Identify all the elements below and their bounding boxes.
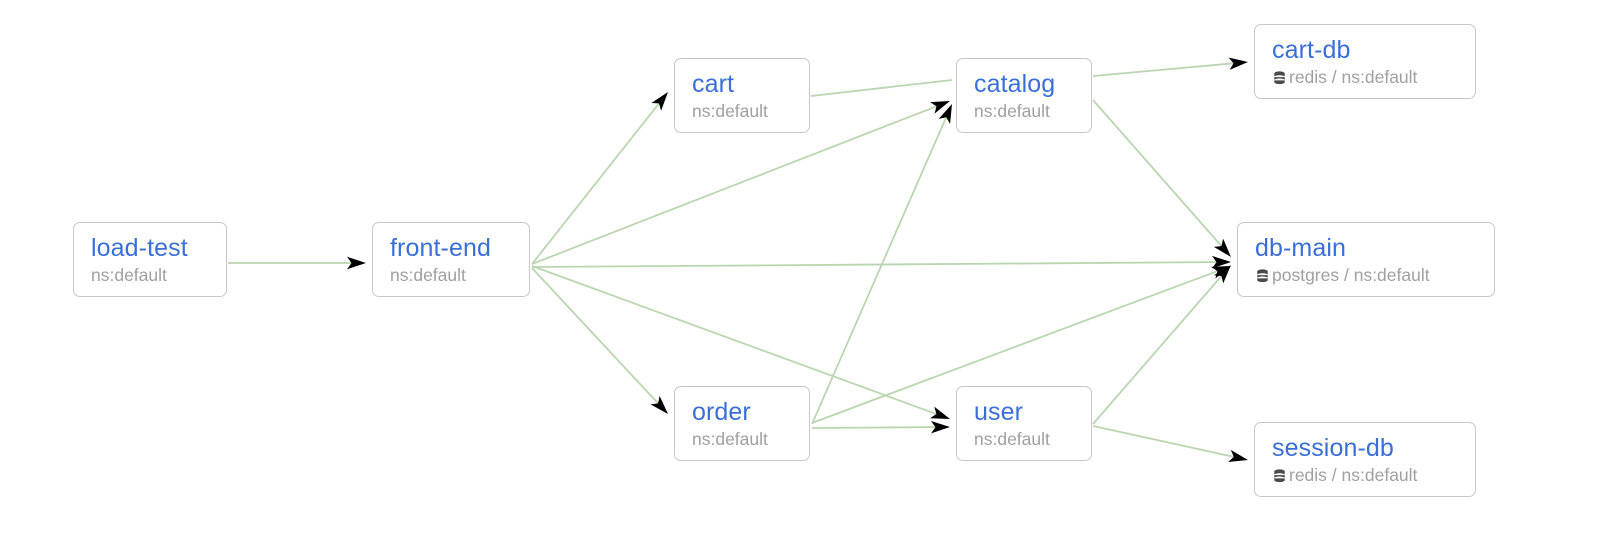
database-icon xyxy=(1272,70,1287,86)
arrowhead-front-end-to-db-main xyxy=(1211,255,1231,269)
edge-user-to-session-db xyxy=(1092,425,1238,459)
node-subtitle-text-order: ns:default xyxy=(692,428,768,449)
node-subtitle-catalog: ns:default xyxy=(974,100,1074,122)
node-subtitle-text-cart-db: redis / ns:default xyxy=(1289,66,1418,87)
node-title-cart: cart xyxy=(692,69,735,98)
node-subtitle-user: ns:default xyxy=(974,428,1074,450)
node-subtitle-load-test: ns:default xyxy=(91,264,209,286)
node-title-front-end: front-end xyxy=(390,233,491,262)
arrowhead-user-to-session-db xyxy=(1228,449,1248,462)
node-subtitle-text-load-test: ns:default xyxy=(91,264,167,285)
edge-order-to-catalog xyxy=(811,113,949,425)
arrowhead-order-to-user xyxy=(930,420,950,434)
node-title-db-main: db-main xyxy=(1255,233,1347,262)
edge-front-end-to-cart xyxy=(531,99,663,265)
arrowhead-front-end-to-user xyxy=(930,406,950,419)
edge-order-to-user xyxy=(811,426,940,429)
node-subtitle-db-main: postgres / ns:default xyxy=(1255,264,1477,286)
node-title-session-db: session-db xyxy=(1272,433,1394,462)
arrowhead-front-end-to-order xyxy=(650,395,668,414)
database-icon xyxy=(1255,268,1270,284)
node-title-catalog: catalog xyxy=(974,69,1056,98)
node-subtitle-text-db-main: postgres / ns:default xyxy=(1272,264,1430,285)
node-subtitle-front-end: ns:default xyxy=(390,264,512,286)
node-title-load-test: load-test xyxy=(91,233,188,262)
node-subtitle-text-cart: ns:default xyxy=(692,100,768,121)
arrowhead-order-to-db-main xyxy=(1211,266,1231,279)
arrowhead-catalog-to-db-main xyxy=(1213,238,1231,257)
database-icon xyxy=(1272,468,1287,484)
arrowhead-front-end-to-cart xyxy=(651,92,668,111)
node-subtitle-cart-db: redis / ns:default xyxy=(1272,66,1458,88)
node-title-cart-db: cart-db xyxy=(1272,35,1351,64)
edge-user-to-db-main xyxy=(1092,272,1225,425)
node-subtitle-text-front-end: ns:default xyxy=(390,264,466,285)
node-title-order: order xyxy=(692,397,751,426)
edge-catalog-to-db-main xyxy=(1092,99,1225,250)
arrowhead-user-to-db-main xyxy=(1213,265,1231,284)
node-title-user: user xyxy=(974,397,1024,426)
arrowhead-catalog-to-cart-db xyxy=(1228,57,1248,70)
node-subtitle-text-user: ns:default xyxy=(974,428,1050,449)
edge-cart-to-catalog xyxy=(810,79,953,97)
edge-catalog-to-cart-db xyxy=(1092,62,1238,77)
node-subtitle-text-session-db: redis / ns:default xyxy=(1289,464,1418,485)
arrowhead-load-test-to-front-end xyxy=(347,256,366,270)
edge-front-end-to-db-main xyxy=(531,261,1221,268)
arrowhead-front-end-to-catalog xyxy=(930,101,950,114)
node-subtitle-session-db: redis / ns:default xyxy=(1272,464,1458,486)
node-subtitle-order: ns:default xyxy=(692,428,792,450)
node-subtitle-cart: ns:default xyxy=(692,100,792,122)
node-subtitle-text-catalog: ns:default xyxy=(974,100,1050,121)
arrowhead-order-to-catalog xyxy=(938,104,952,124)
edge-front-end-to-order xyxy=(531,267,662,407)
